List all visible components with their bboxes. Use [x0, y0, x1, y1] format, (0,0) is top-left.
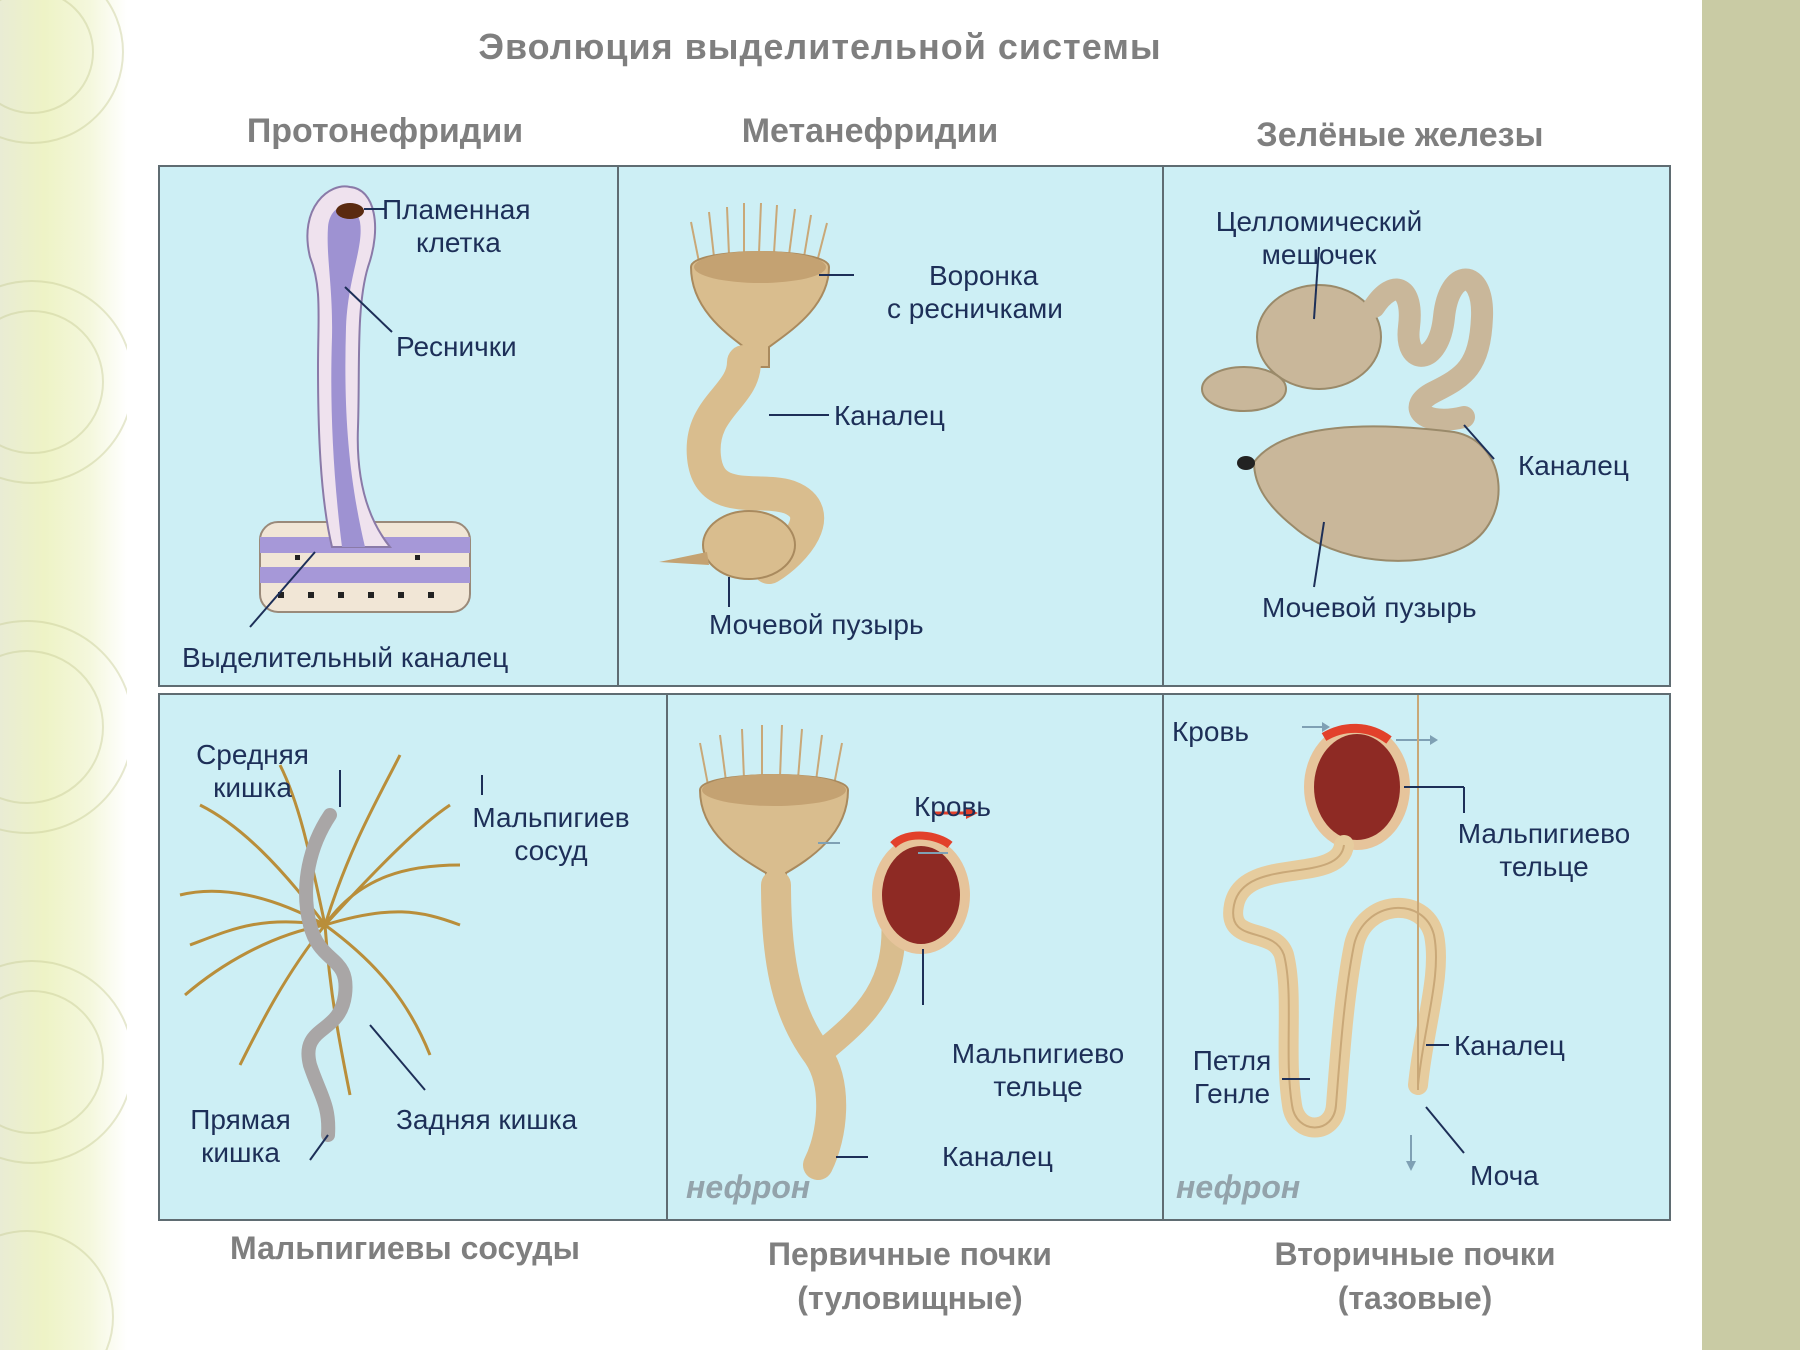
page-title: Эволюция выделительной системы — [478, 26, 1162, 67]
column-title-green-glands: Зелёные железы — [1256, 116, 1544, 154]
label-malpighian-body: Мальпигиево тельце — [1457, 818, 1631, 882]
label-canal: Каналец — [942, 1141, 1053, 1172]
secondary-kidney-illustration — [1223, 695, 1465, 1171]
bottom-title-malpighian: Мальпигиевы сосуды — [230, 1230, 580, 1266]
label-loop-of-henle: Петля Генле — [1192, 1045, 1272, 1109]
right-sidebar-bar — [1702, 0, 1800, 1350]
malpighian-tubules — [179, 754, 461, 1096]
urinary-bladder — [702, 510, 796, 580]
nephron-label: нефрон — [1176, 1169, 1301, 1205]
label-canal: Каналец — [1454, 1030, 1565, 1061]
panel-malpighian-vessels: Средняя кишка Мальпигиев сосуд Прямая ки… — [158, 693, 670, 1221]
panel-green-glands: Целломический мешочек Каналец Мочевой пу… — [1162, 165, 1671, 687]
label-coelomic-sac: Целломический мешочек — [1215, 206, 1423, 270]
panel-secondary-kidney: Кровь Мальпигиево тельце Петля Генле Кан… — [1162, 693, 1671, 1221]
column-title-protonephridia: Протонефридии — [246, 112, 524, 150]
panel-metanephridia: Воронка с ресничками Каналец Мочевой пуз… — [617, 165, 1166, 687]
label-hindgut: Задняя кишка — [396, 1104, 578, 1135]
protonephridium-tube — [306, 185, 393, 548]
malpighian-illustration — [179, 754, 483, 1161]
primary-kidney-illustration — [698, 724, 978, 1180]
green-glands-illustration — [1201, 246, 1500, 588]
label-bladder: Мочевой пузырь — [709, 609, 924, 640]
label-blood: Кровь — [914, 791, 991, 822]
gut — [299, 808, 353, 1142]
label-bladder: Мочевой пузырь — [1262, 592, 1477, 623]
bottom-title-primary-kidneys: Первичные почки (туловищные) — [768, 1236, 1052, 1316]
label-canal: Каналец — [834, 400, 945, 431]
label-urine: Моча — [1470, 1160, 1539, 1191]
label-rectum: Прямая кишка — [190, 1104, 291, 1168]
green-gland-canal — [1363, 268, 1494, 431]
malpighian-body — [872, 836, 970, 954]
label-flame-cell: Пламенная клетка — [382, 194, 531, 258]
nephron-label: нефрон — [686, 1169, 811, 1205]
label-blood: Кровь — [1172, 716, 1249, 747]
left-decoration — [0, 0, 127, 1350]
protonephridia-illustration — [249, 185, 471, 628]
label-midgut: Средняя кишка — [196, 739, 309, 803]
panel-primary-kidney: Кровь Мальпигиево тельце Каналец нефрон — [666, 693, 1166, 1221]
label-funnel: Воронка с ресничками — [887, 260, 1063, 324]
label-cilia: Реснички — [396, 331, 517, 362]
flame-cell-nucleus — [336, 203, 364, 219]
bottom-title-secondary-kidneys: Вторичные почки (тазовые) — [1274, 1236, 1556, 1316]
label-excretory-canal: Выделительный каналец — [182, 642, 509, 673]
panel-protonephridia: Пламенная клетка Реснички Выделительный … — [158, 165, 621, 687]
green-gland-bladder — [1252, 425, 1500, 562]
label-canal: Каналец — [1518, 450, 1629, 481]
metanephridia-canal — [686, 345, 824, 584]
label-malpighian-body: Мальпигиево тельце — [951, 1038, 1125, 1102]
primary-canal — [761, 870, 847, 1180]
malpighian-body — [1304, 724, 1410, 850]
coelomic-sac — [1256, 284, 1382, 390]
column-title-metanephridia: Метанефридии — [741, 112, 999, 150]
label-malpighian-vessel: Мальпигиев сосуд — [472, 802, 630, 866]
metanephridia-illustration — [659, 202, 854, 607]
